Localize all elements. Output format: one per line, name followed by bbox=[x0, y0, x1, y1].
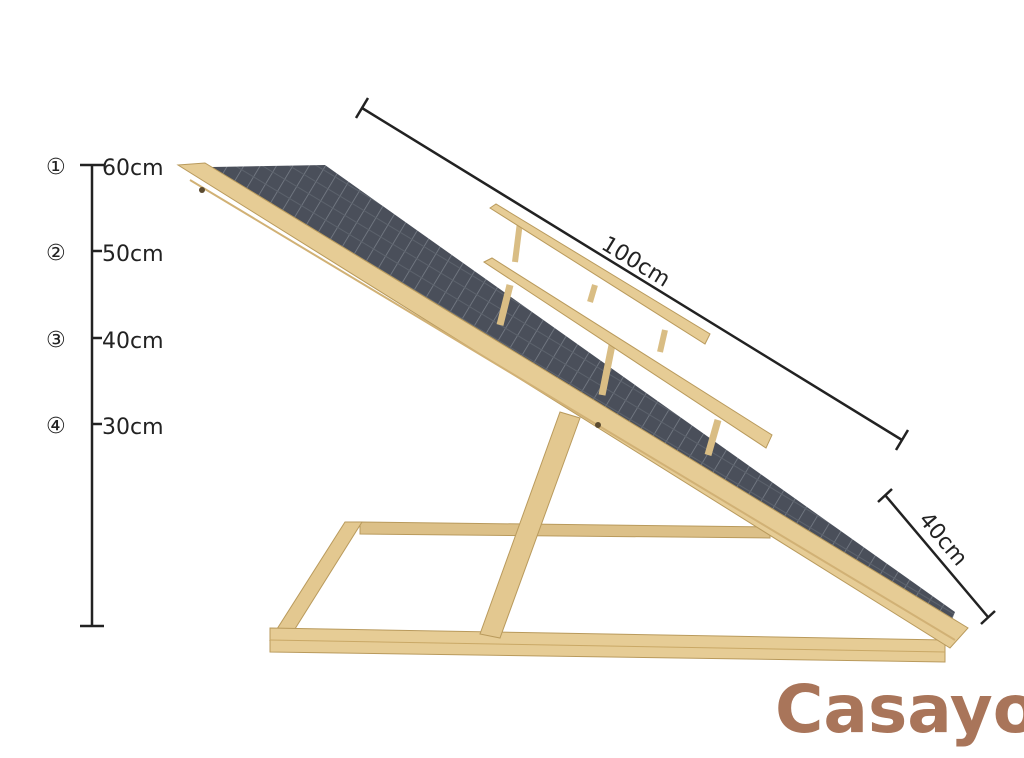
height-labels: ① 60cm ② 50cm ③ 40cm ④ 30cm bbox=[46, 155, 164, 440]
level-label: 40cm bbox=[102, 329, 164, 354]
width-dimension bbox=[877, 488, 996, 625]
support-leg bbox=[479, 411, 581, 639]
level-marker: ② bbox=[46, 241, 66, 266]
level-label: 60cm bbox=[102, 156, 164, 181]
level-marker: ④ bbox=[46, 414, 66, 439]
level-marker: ① bbox=[46, 155, 66, 180]
brand-logo: Casayo bbox=[775, 671, 1024, 748]
base-frame bbox=[269, 521, 946, 663]
level-label: 30cm bbox=[102, 415, 164, 440]
height-scale bbox=[80, 163, 104, 628]
level-marker: ③ bbox=[46, 328, 66, 353]
handrails bbox=[483, 203, 773, 456]
level-label: 50cm bbox=[102, 242, 164, 267]
length-dimension bbox=[354, 97, 910, 451]
ramp-side-rail bbox=[176, 162, 969, 649]
